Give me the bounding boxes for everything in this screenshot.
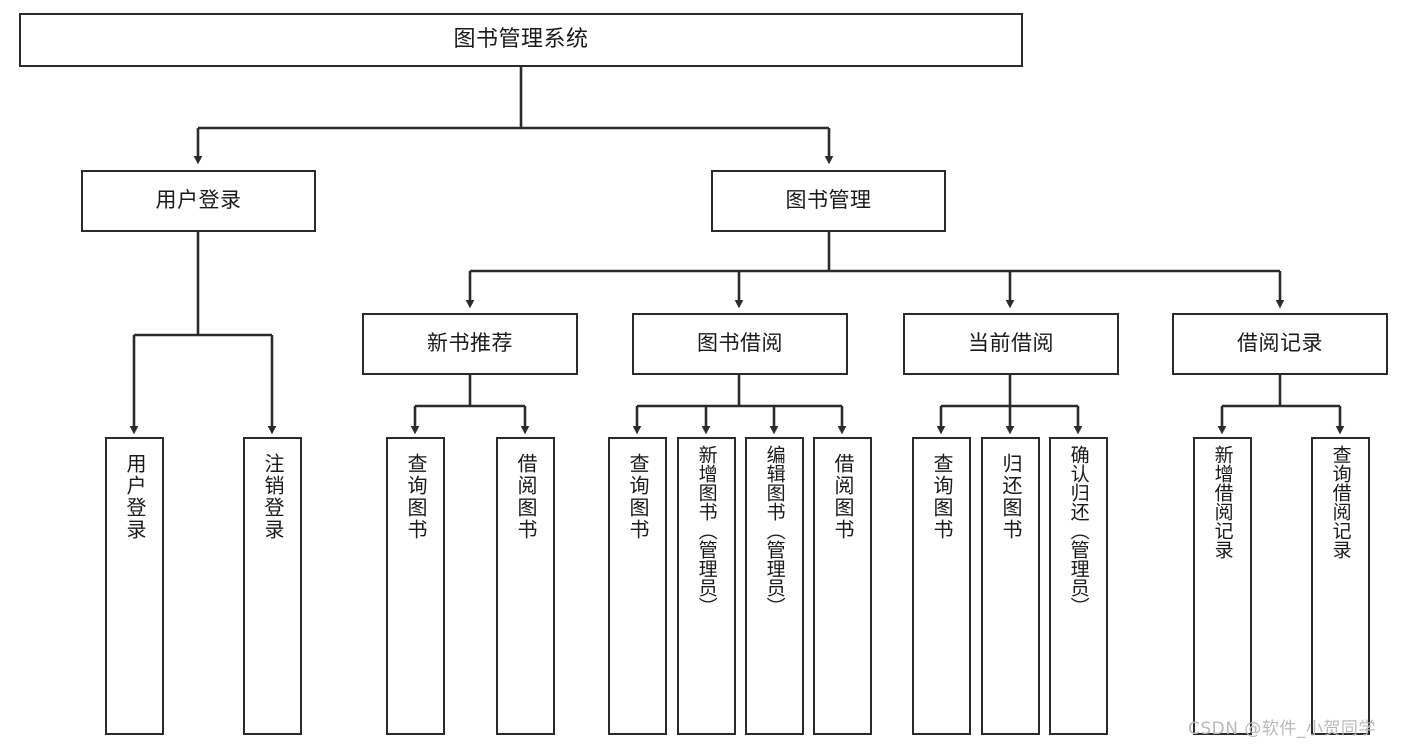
node-label: 编辑图书（管理员） — [763, 445, 786, 616]
node-label: 新增图书（管理员） — [695, 445, 718, 616]
leaf-current-query-book[interactable]: 查询图书 — [912, 437, 971, 735]
leaf-user-login-signin[interactable]: 用户登录 — [105, 437, 164, 735]
leaf-current-return-book[interactable]: 归还图书 — [981, 437, 1040, 735]
leaf-recommend-borrow-book[interactable]: 借阅图书 — [496, 437, 555, 735]
node-label: 用户登录 — [123, 453, 147, 541]
node-label: 图书借阅 — [697, 331, 783, 356]
leaf-record-query-borrow-record[interactable]: 查询借阅记录 — [1311, 437, 1370, 735]
watermark-csdn: CSDN @软件_小贺同学 — [1188, 719, 1376, 739]
leaf-recommend-query-book[interactable]: 查询图书 — [386, 437, 445, 735]
node-book-borrow[interactable]: 图书借阅 — [632, 313, 848, 375]
node-label: 图书管理系统 — [453, 26, 589, 52]
node-current-borrow[interactable]: 当前借阅 — [903, 313, 1119, 375]
node-new-book-recommend[interactable]: 新书推荐 — [362, 313, 578, 375]
node-label: 图书管理 — [785, 188, 872, 213]
leaf-borrow-query-book[interactable]: 查询图书 — [608, 437, 667, 735]
node-label: 借阅记录 — [1237, 331, 1323, 356]
node-user-login[interactable]: 用户登录 — [81, 170, 316, 232]
leaf-borrow-add-book-admin[interactable]: 新增图书（管理员） — [677, 437, 736, 735]
node-label: 确认归还（管理员） — [1067, 445, 1090, 616]
node-label: 新增借阅记录 — [1211, 445, 1234, 559]
node-label: 查询借阅记录 — [1329, 445, 1352, 559]
node-label: 当前借阅 — [968, 331, 1054, 356]
node-borrow-record[interactable]: 借阅记录 — [1172, 313, 1388, 375]
leaf-borrow-edit-book-admin[interactable]: 编辑图书（管理员） — [745, 437, 804, 735]
leaf-borrow-borrow-book[interactable]: 借阅图书 — [813, 437, 872, 735]
node-book-management[interactable]: 图书管理 — [711, 170, 946, 232]
node-label: 用户登录 — [155, 188, 242, 213]
node-label: 借阅图书 — [514, 453, 538, 541]
node-label: 借阅图书 — [831, 453, 855, 541]
node-label: 查询图书 — [404, 453, 428, 541]
leaf-record-add-borrow-record[interactable]: 新增借阅记录 — [1193, 437, 1252, 735]
node-label: 查询图书 — [626, 453, 650, 541]
node-label: 查询图书 — [930, 453, 954, 541]
leaf-user-login-signout[interactable]: 注销登录 — [243, 437, 302, 735]
node-label: 新书推荐 — [427, 331, 513, 356]
node-label: 注销登录 — [261, 453, 285, 541]
node-root-system[interactable]: 图书管理系统 — [19, 13, 1023, 67]
leaf-current-confirm-return-admin[interactable]: 确认归还（管理员） — [1049, 437, 1108, 735]
node-label: 归还图书 — [999, 453, 1023, 541]
